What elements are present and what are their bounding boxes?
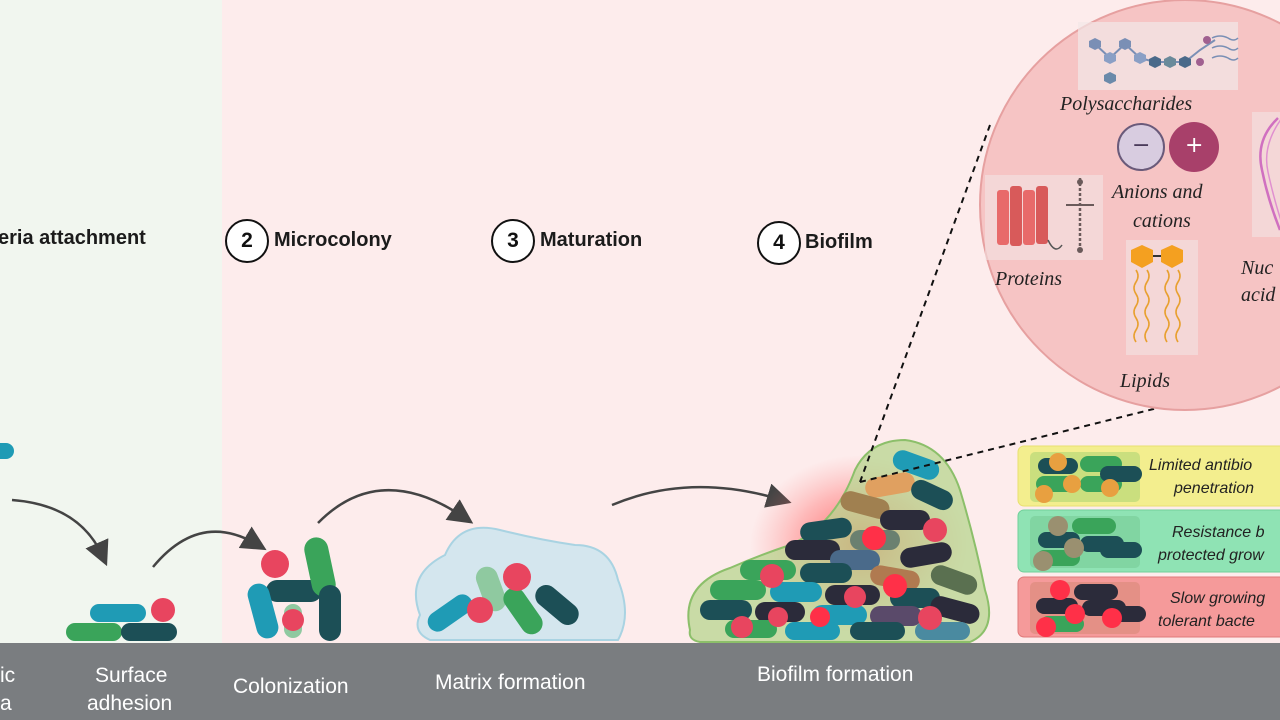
step-surface-line2: adhesion xyxy=(87,692,173,715)
stage-2-number: 2 xyxy=(225,219,269,263)
matrix-formation-blob xyxy=(415,526,626,641)
label-polysaccharides: Polysaccharides xyxy=(1060,93,1193,115)
bottom-bar xyxy=(0,643,1280,720)
anion-circle xyxy=(1117,123,1165,171)
step-surface-line1: Surface xyxy=(95,664,168,687)
cation-circle xyxy=(1169,122,1219,172)
mechanism-3-line1: Slow growing xyxy=(1170,590,1266,607)
planktonic-bacterium xyxy=(0,443,14,459)
mechanism-1-line2: penetration xyxy=(1174,480,1255,497)
anion-symbol: − xyxy=(1132,133,1151,158)
label-ions-line2: cations xyxy=(1133,210,1191,232)
colonization-bacteria xyxy=(247,537,341,641)
step-planktonic-line1: ic xyxy=(0,664,16,687)
stage-3-title: Maturation xyxy=(540,229,643,251)
matrix-components-circle xyxy=(979,0,1280,411)
nucleic-acid-icon xyxy=(1252,112,1280,237)
arrow-1 xyxy=(11,498,109,567)
arrow-4 xyxy=(611,483,792,508)
mechanism-2-line1: Resistance b xyxy=(1172,524,1265,541)
mechanism-tolerant-bacteria-box xyxy=(1017,576,1280,638)
zoom-line-upper xyxy=(859,124,991,483)
polysaccharide-icon xyxy=(1078,22,1239,90)
arrow-3 xyxy=(317,489,474,524)
label-nucleic-line1: Nuc xyxy=(1241,257,1274,279)
lipid-icon xyxy=(1126,240,1198,355)
step-colonization: Colonization xyxy=(233,675,349,698)
arrow-2 xyxy=(152,526,267,568)
cation-symbol: + xyxy=(1185,133,1204,158)
label-nucleic-line2: acid xyxy=(1241,284,1276,306)
attachment-panel xyxy=(0,0,222,645)
label-ions-line1: Anions and xyxy=(1112,181,1203,203)
stage-1-title: eria attachment xyxy=(0,227,146,249)
mechanism-protected-growth-box xyxy=(1017,509,1280,573)
mechanism-limited-penetration-box xyxy=(1017,445,1280,507)
step-matrix-formation: Matrix formation xyxy=(435,671,586,694)
protein-icon xyxy=(985,175,1103,260)
mechanism-1-line1: Limited antibio xyxy=(1149,457,1253,474)
mechanism-2-line2: protected grow xyxy=(1158,547,1264,564)
label-proteins: Proteins xyxy=(995,268,1063,290)
stage-3-number: 3 xyxy=(491,219,535,263)
step-biofilm-formation: Biofilm formation xyxy=(757,663,914,686)
surface-adhesion-bacteria xyxy=(66,598,177,641)
biofilm-bacteria xyxy=(700,450,980,640)
mechanism-3-line2: tolerant bacte xyxy=(1158,613,1255,630)
stage-2-title: Microcolony xyxy=(274,229,392,251)
stage-4-title: Biofilm xyxy=(805,231,873,253)
stage-4-number: 4 xyxy=(757,221,801,265)
step-planktonic-line2: a xyxy=(0,692,12,715)
label-lipids: Lipids xyxy=(1120,370,1171,392)
